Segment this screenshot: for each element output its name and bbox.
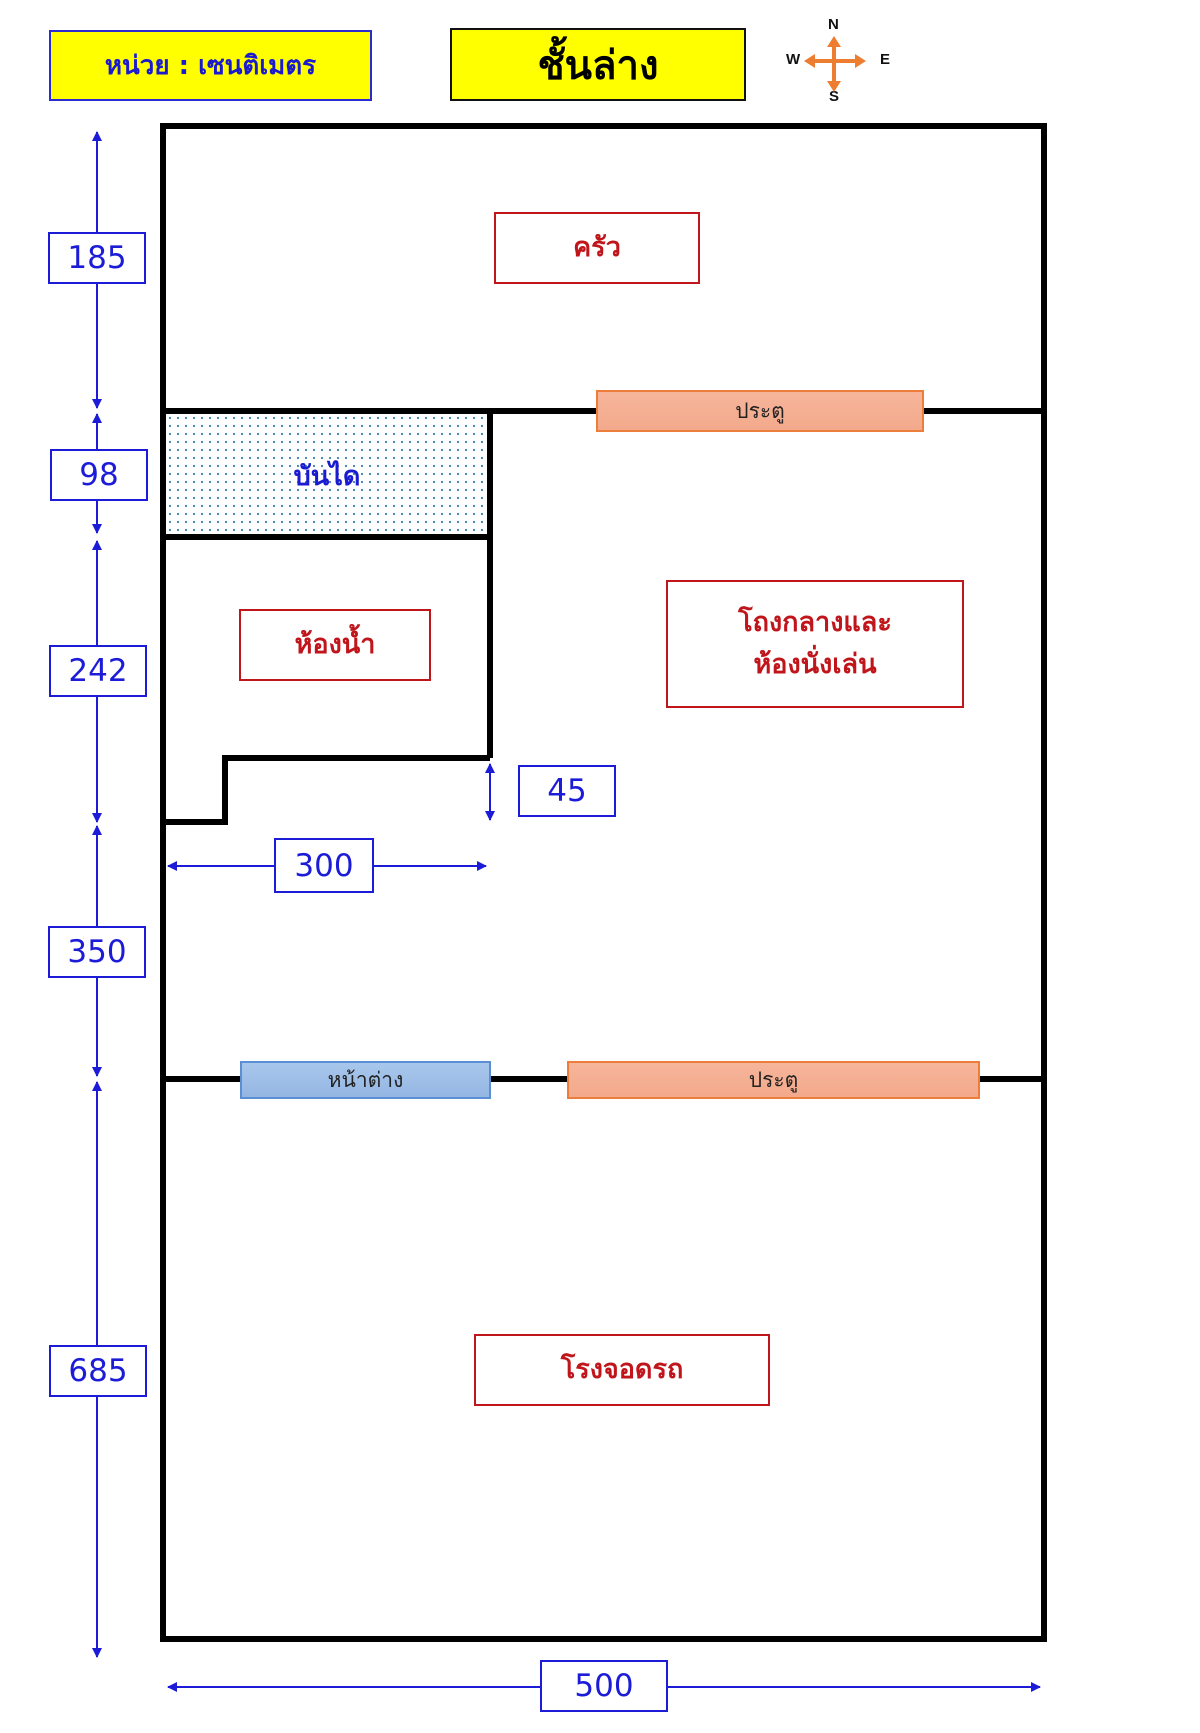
dimension-value: 45 [547,773,587,809]
door-upper-label: ประตู [735,398,785,423]
compass-rose: N W E S [772,14,902,110]
dimension-value: 500 [574,1668,634,1704]
compass-arrows-icon [804,36,866,92]
hall-living-label: โถงกลางและ ห้องนั่งเล่น [666,580,964,708]
compass-west: W [786,51,801,68]
stairs-label-text: บันได [293,460,361,492]
kitchen-label: ครัว [494,212,700,284]
dimension-label: 242 [49,645,147,697]
window-lower-label: หน้าต่าง [327,1067,404,1092]
door-lower-label: ประตู [748,1067,799,1092]
floor-title: ชั้นล่าง [450,28,746,101]
bathroom-step-wall [163,755,490,825]
dimension-label: 350 [48,926,146,978]
dimension-label: 685 [49,1345,147,1397]
compass-north: N [828,16,839,33]
dimension-value: 300 [294,847,354,884]
floor-title-text: ชั้นล่าง [537,42,659,89]
door-upper: ประตู [596,390,924,432]
hall-label-line2: ห้องนั่งเล่น [753,649,877,680]
dimension-value: 185 [67,240,127,276]
compass-south: S [829,88,840,105]
dimension-value: 685 [68,1353,128,1389]
total-width-dimension-label: 500 [540,1660,668,1712]
garage-label-text: โรงจอดรถ [560,1354,684,1386]
door-lower: ประตู [567,1061,980,1099]
step-dimension-label: 45 [518,765,616,817]
stairs-label: บันได [166,440,488,510]
unit-label-text: หน่วย : เซนติเมตร [104,51,317,81]
garage-label: โรงจอดรถ [474,1334,770,1406]
dimension-value: 98 [79,457,119,493]
hall-label-line1: โถงกลางและ [738,607,892,639]
dimension-value: 350 [67,934,127,970]
bathroom-label: ห้องน้ำ [239,609,431,681]
window-lower: หน้าต่าง [240,1061,491,1099]
dimension-value: 242 [68,653,128,689]
dimension-label: 98 [50,449,148,501]
bathroom-label-text: ห้องน้ำ [294,629,376,661]
compass-east: E [880,51,891,68]
kitchen-label-text: ครัว [573,232,621,264]
outer-wall [160,123,1047,1642]
stairs-area [166,412,488,536]
dimension-label: 185 [48,232,146,284]
unit-label: หน่วย : เซนติเมตร [49,30,372,101]
bath-width-dimension-label: 300 [274,838,374,893]
